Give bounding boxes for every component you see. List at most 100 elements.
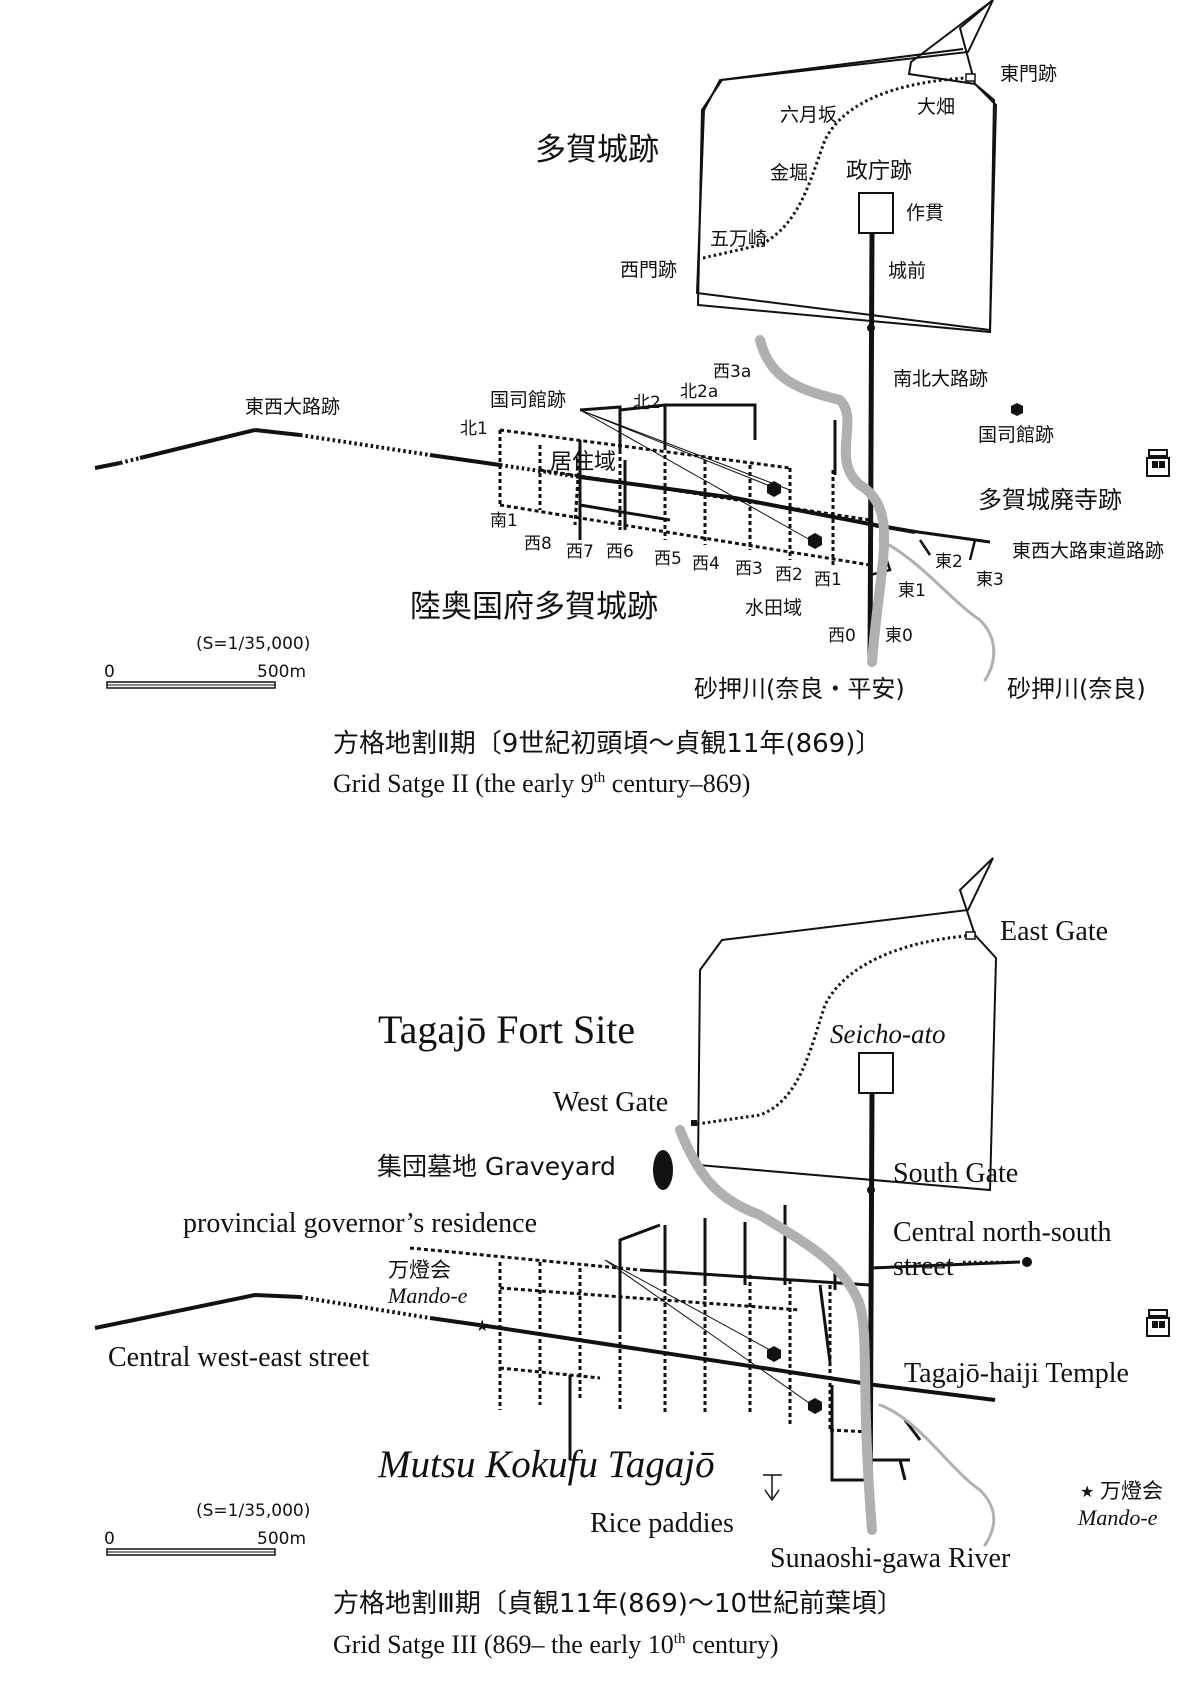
label-tozai: 東西大路跡 [245, 396, 340, 418]
map1-caption-en: Grid Satge II (the early 9th century–869… [333, 769, 750, 798]
pointer-lines-2 [604, 1259, 813, 1406]
map2-caption-jp: 方格地割Ⅲ期〔貞観11年(869)～10世紀前葉頃〕 [333, 1589, 903, 1619]
scale-zero: 0 [104, 662, 115, 682]
map-stage-2: 多賀城跡 陸奥国府多賀城跡 東門跡 六月坂 大畑 金堀 政庁跡 作貫 五万崎 西… [94, 0, 1170, 798]
river-nara [878, 538, 996, 682]
grid-nishi6: 西6 [606, 542, 634, 562]
label-river-nara: 砂押川(奈良) [1007, 675, 1146, 703]
label-sakunuki: 作貫 [906, 202, 944, 224]
label-east-gate: 東門跡 [1000, 63, 1057, 85]
fort-wall [696, 0, 998, 334]
kokushi-marker-r2 [1022, 1257, 1032, 1267]
kokushi-marker-1 [767, 481, 781, 497]
grid-nishi4: 西4 [692, 554, 720, 574]
grid-nishi8: 西8 [524, 534, 552, 554]
label-tozai-east: 東西大路東道路跡 [1012, 540, 1164, 562]
map1-caption-jp: 方格地割Ⅱ期〔9世紀初頭頃～貞観11年(869)〕 [333, 729, 881, 759]
label-ns-street-2: street [893, 1251, 954, 1282]
scale-distance: 500m [257, 662, 306, 682]
map2-title: Tagajō Fort Site [378, 1007, 635, 1052]
label-paddy: 水田域 [745, 597, 802, 619]
river-nara-heian [755, 335, 890, 667]
label-ns-street-1: Central north-south [893, 1217, 1112, 1248]
south-gate-dot [867, 324, 875, 332]
east-gate-marker [965, 73, 976, 82]
label-ohata: 大畑 [917, 96, 955, 118]
grid-nishi0: 西0 [828, 626, 856, 646]
mandoe-star-left: ★ [475, 1316, 489, 1335]
map1-subtitle: 陸奥国府多賀城跡 [410, 589, 658, 625]
kokushi-marker-2a [767, 1346, 781, 1362]
label-kokushi-right: 国司館跡 [978, 424, 1054, 446]
label-seicho-2: Seicho-ato [830, 1019, 945, 1049]
grid-kita2: 北2 [633, 393, 661, 413]
south-gate-dot-2 [867, 1186, 875, 1194]
mandoe-star-right: ★ [1080, 1482, 1094, 1501]
grid-nishi3a: 西3a [713, 362, 751, 382]
label-gomanzaki: 五万崎 [710, 228, 767, 250]
label-temple-2: Tagajō-haiji Temple [904, 1358, 1129, 1389]
grid-stage-2 [498, 403, 977, 577]
label-graveyard: 集団墓地 Graveyard [377, 1152, 616, 1181]
label-river-2: Sunaoshi-gawa River [770, 1543, 1011, 1574]
label-we-street: Central west-east street [108, 1342, 369, 1373]
grid-higashi0: 東0 [885, 626, 913, 646]
grid-minami1: 南1 [490, 511, 518, 531]
grid-nishi3: 西3 [735, 559, 763, 579]
label-mandoe-en-left: Mando-e [387, 1283, 468, 1308]
pointer-lines [579, 409, 813, 542]
label-kanabori: 金堀 [770, 162, 808, 184]
east-gate-marker-2 [965, 931, 976, 940]
grid-kita2a: 北2a [680, 382, 718, 402]
label-temple: 多賀城廃寺跡 [978, 486, 1122, 514]
map-stage-3: ★ ★ Tagajō Fort Site Mutsu Kokufu Tagajō… [94, 857, 1170, 1659]
ew-street-west-2 [94, 1292, 301, 1330]
map1-title: 多賀城跡 [535, 132, 659, 168]
scale-ratio-2: (S=1/35,000) [196, 1501, 310, 1521]
ns-street [867, 232, 875, 663]
label-nanboku: 南北大路跡 [893, 368, 988, 390]
scale-distance-2: 500m [257, 1529, 306, 1549]
seicho-marker-2 [858, 1052, 894, 1094]
temple-icon [1146, 449, 1170, 477]
label-south-gate: South Gate [893, 1158, 1018, 1189]
label-jozen: 城前 [888, 260, 926, 282]
scale-zero-2: 0 [104, 1529, 115, 1549]
fort-wall-2 [696, 857, 998, 1192]
kokushi-marker-2b [808, 1398, 822, 1414]
grid-higashi1: 東1 [898, 581, 926, 601]
scale-bar-1: (S=1/35,000) 0 500m [104, 634, 310, 689]
temple-icon-2 [1146, 1309, 1170, 1337]
label-mandoe-en-right: Mando-e [1077, 1505, 1158, 1530]
label-mandoe-jp-left: 万燈会 [388, 1258, 451, 1282]
grid-higashi2: 東2 [935, 552, 963, 572]
grid-kita1: 北1 [460, 419, 488, 439]
label-east-gate-2: East Gate [1000, 916, 1108, 947]
label-mandoe-jp-right: 万燈会 [1100, 1479, 1163, 1503]
label-residence: 居住域 [550, 450, 616, 475]
rice-arrow [763, 1474, 782, 1502]
scale-bar-2: (S=1/35,000) 0 500m [104, 1501, 310, 1556]
label-governor: provincial governor’s residence [183, 1208, 537, 1239]
seicho-marker [858, 192, 894, 234]
map2-subtitle: Mutsu Kokufu Tagajō [377, 1443, 715, 1486]
kokushi-marker-3 [1011, 403, 1023, 416]
west-gate-marker [691, 1120, 697, 1126]
label-seichoato: 政庁跡 [846, 159, 912, 184]
label-west-gate-2: West Gate [553, 1087, 668, 1118]
grid-nishi5: 西5 [654, 549, 682, 569]
map2-caption-en: Grid Satge III (869– the early 10th cent… [333, 1630, 779, 1659]
label-rice: Rice paddies [590, 1508, 734, 1539]
river-2 [675, 1125, 877, 1535]
fort-inner-path [702, 76, 967, 260]
scale-ratio: (S=1/35,000) [196, 634, 310, 654]
label-rokugatsuzaka: 六月坂 [780, 104, 837, 126]
river-2-nara [878, 1403, 996, 1547]
grid-nishi1: 西1 [814, 570, 842, 590]
label-west-gate: 西門跡 [620, 259, 677, 281]
label-kokushi-left: 国司館跡 [490, 389, 566, 411]
fort-inner-path-2 [696, 934, 967, 1126]
ew-street-west [94, 428, 301, 470]
label-river-nara-heian: 砂押川(奈良・平安) [694, 675, 905, 703]
